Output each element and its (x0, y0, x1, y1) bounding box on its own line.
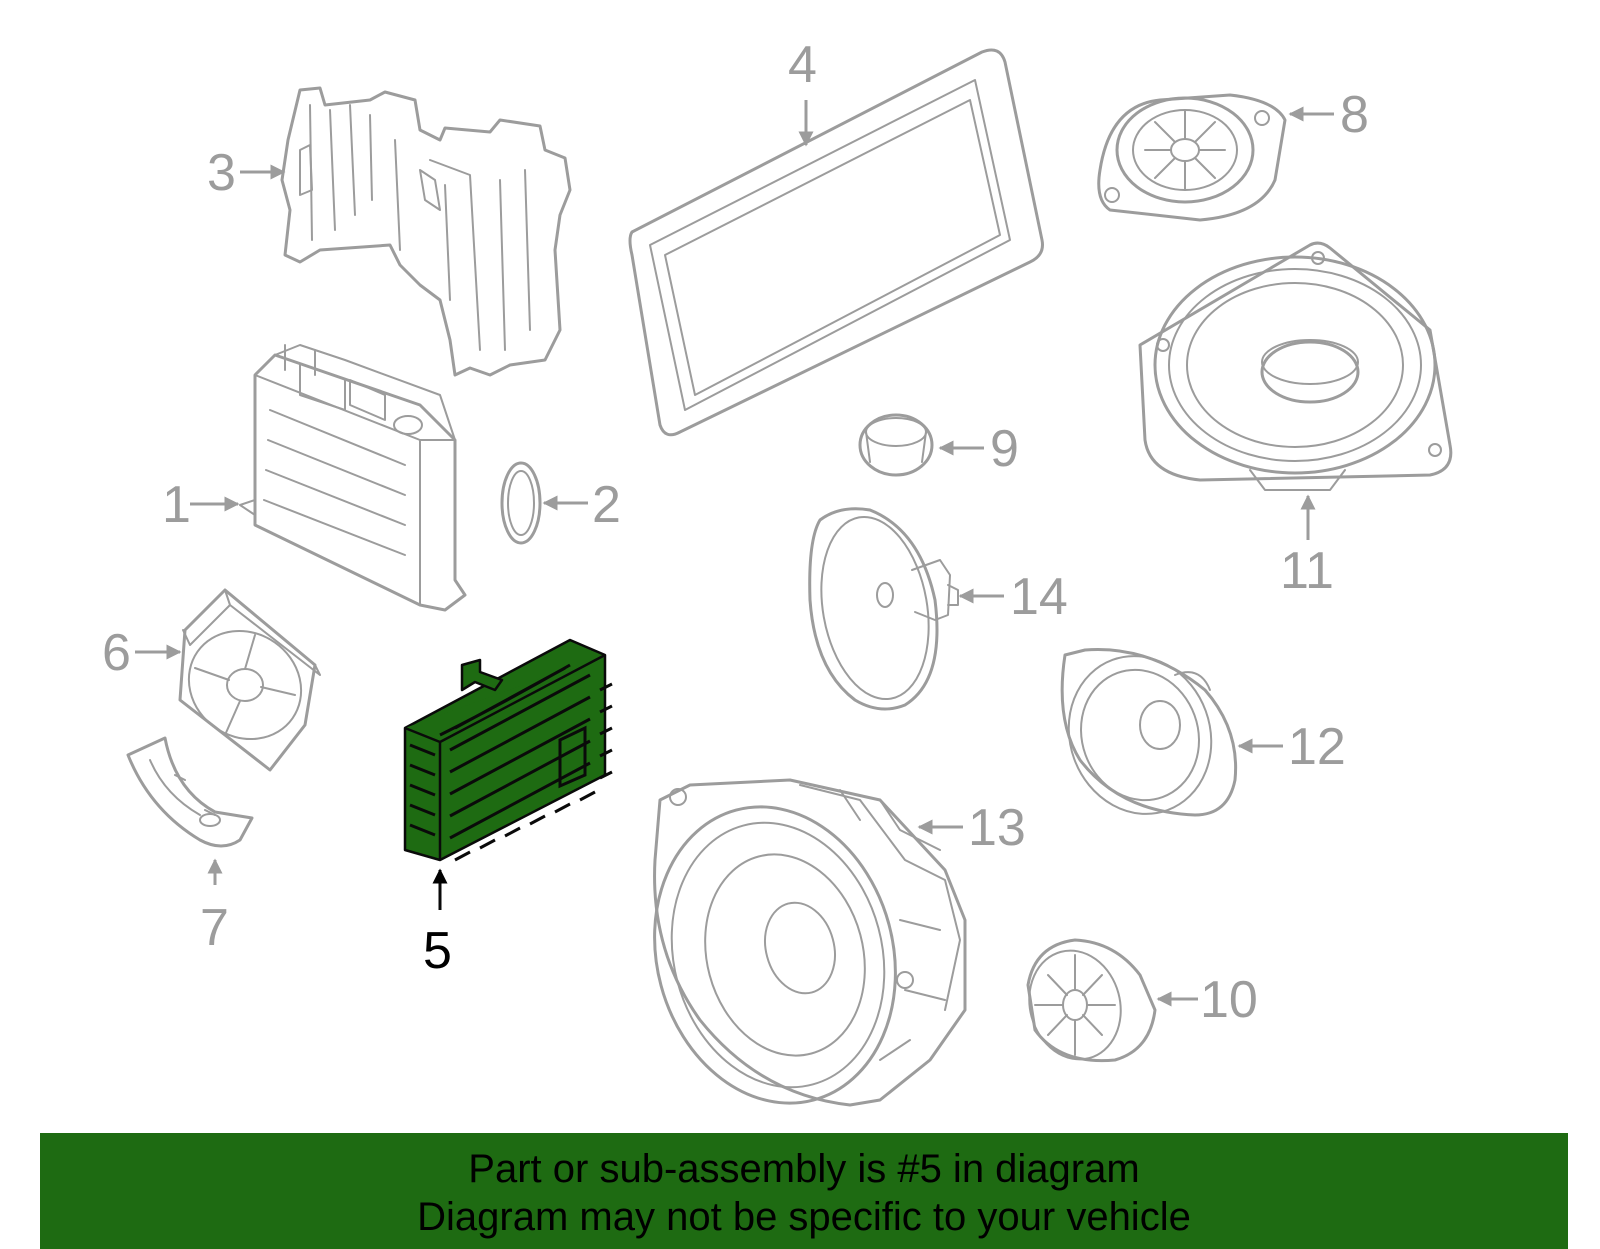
svg-text:3: 3 (207, 144, 236, 202)
callout-12: 12 (1237, 718, 1346, 776)
part-8-tweeter (1097, 93, 1287, 222)
callout-11: 11 (1280, 494, 1334, 600)
part-12-speaker (1060, 648, 1238, 817)
part-9-cap (858, 413, 934, 477)
callout-5: 5 (423, 868, 452, 980)
svg-text:1: 1 (162, 476, 191, 534)
svg-text:10: 10 (1200, 971, 1258, 1029)
part-11-speaker (1138, 241, 1453, 491)
part-4-display (628, 48, 1044, 437)
svg-text:9: 9 (990, 420, 1019, 478)
svg-text:12: 12 (1288, 718, 1346, 776)
part-7-trim (126, 736, 254, 848)
callout-13: 13 (917, 799, 1026, 857)
part-1-module (239, 344, 467, 612)
svg-text:8: 8 (1340, 86, 1369, 144)
svg-text:6: 6 (102, 624, 131, 682)
svg-text:4: 4 (788, 36, 817, 94)
callout-2: 2 (542, 476, 621, 534)
svg-text:5: 5 (423, 922, 452, 980)
svg-text:13: 13 (968, 799, 1026, 857)
svg-text:2: 2 (592, 476, 621, 534)
part-2-ring (500, 461, 542, 545)
callout-1: 1 (162, 476, 240, 534)
callout-8: 8 (1288, 86, 1369, 144)
callout-14: 14 (958, 568, 1068, 626)
callout-10: 10 (1156, 971, 1258, 1029)
part-10-tweeter (1026, 938, 1157, 1063)
part-3-bracket (280, 86, 572, 377)
svg-text:14: 14 (1010, 568, 1068, 626)
banner-line-1: Part or sub-assembly is #5 in diagram (468, 1147, 1140, 1191)
info-banner: Part or sub-assembly is #5 in diagram Di… (40, 1133, 1568, 1249)
callout-7: 7 (200, 858, 229, 957)
part-13-woofer (653, 778, 967, 1107)
part-14-speaker (808, 507, 959, 711)
part-6-fan (178, 588, 321, 772)
part-5-connector-block (403, 638, 613, 862)
svg-text:7: 7 (200, 899, 229, 957)
callout-4: 4 (788, 36, 817, 147)
svg-text:11: 11 (1280, 542, 1334, 600)
banner-line-2: Diagram may not be specific to your vehi… (417, 1195, 1191, 1239)
callout-3: 3 (207, 144, 286, 202)
callout-9: 9 (938, 420, 1019, 478)
callout-6: 6 (102, 624, 182, 682)
